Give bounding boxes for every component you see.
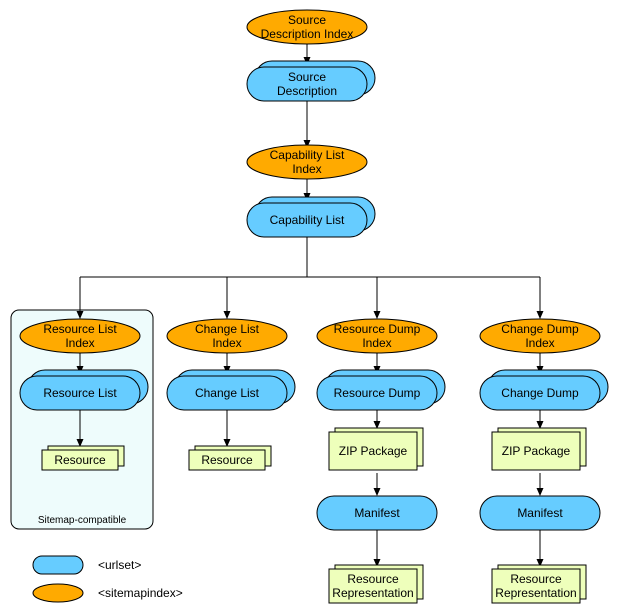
manifest-1-pill (316, 495, 438, 531)
resource-dump-index-ellipse (316, 318, 438, 354)
resource-representation-2-label-line: Resource (510, 572, 562, 586)
group-label: Sitemap-compatible (38, 515, 127, 526)
zip-package-2-node: ZIP Package (491, 427, 587, 471)
resource-representation-2-label-line: Representation (495, 586, 576, 600)
capability-list-pill (246, 202, 368, 238)
capability-list-index-label-line: Index (292, 162, 321, 176)
resource-list-index-label-line: Index (65, 336, 94, 350)
change-dump-node: Change Dump (479, 369, 609, 411)
source-description-pill (246, 66, 368, 102)
resource-representation-1-rect (328, 568, 418, 604)
capability-list-node: Capability List (246, 196, 376, 238)
change-list-index-label-line: Index (212, 336, 241, 350)
resource-list-index-label-line: Resource List (43, 322, 117, 336)
manifest-2-label-line: Manifest (517, 506, 563, 520)
change-list-index-ellipse (166, 318, 288, 354)
capability-list-index-ellipse (246, 144, 368, 180)
change-dump-pill (479, 375, 601, 411)
change-list-index-label-line: Change List (195, 322, 260, 336)
resource-2-rect (188, 449, 266, 471)
resource-1-label-line: Resource (54, 453, 106, 467)
manifest-2-pill (479, 495, 601, 531)
legend: <urlset> <sitemapindex> (32, 555, 183, 603)
resource-list-index-ellipse (19, 318, 141, 354)
change-list-label-line: Change List (195, 386, 260, 400)
change-dump-index-ellipse (479, 318, 601, 354)
resource-dump-node: Resource Dump (316, 369, 446, 411)
capability-list-index-label-line: Capability List (270, 148, 345, 162)
change-list-node: Change List (166, 369, 296, 411)
group-box (10, 309, 154, 530)
legend-sitemapindex-shape (32, 583, 84, 603)
resource-1-node: Resource (41, 445, 125, 471)
resource-2-node: Resource (188, 445, 272, 471)
resource-1-rect (41, 449, 119, 471)
change-dump-index-label-line: Index (525, 336, 554, 350)
change-dump-label-line: Change Dump (501, 386, 579, 400)
resource-list-label-line: Resource List (43, 386, 117, 400)
zip-package-2-label-line: ZIP Package (502, 444, 571, 458)
resource-list-pill (19, 375, 141, 411)
zip-package-1-rect (328, 431, 418, 471)
resource-representation-1-label-line: Resource (347, 572, 399, 586)
legend-sitemapindex-label: <sitemapindex> (98, 586, 183, 600)
source-description-label-line: Description (277, 84, 337, 98)
resource-2-label-line: Resource (201, 453, 253, 467)
resource-dump-pill (316, 375, 438, 411)
source-description-index-label-line: Source (288, 13, 326, 27)
resource-representation-2-rect (491, 568, 581, 604)
legend-urlset-shape (32, 555, 84, 575)
source-description-label-line: Source (288, 70, 326, 84)
edges (76, 44, 544, 567)
sitemap-compatible-group: Sitemap-compatible (10, 309, 154, 530)
change-dump-index-label-line: Change Dump (501, 322, 579, 336)
change-list-pill (166, 375, 288, 411)
resource-dump-index-label-line: Resource Dump (334, 322, 421, 336)
resource-dump-label-line: Resource Dump (334, 386, 421, 400)
manifest-2-node: Manifest (479, 495, 601, 531)
zip-package-2-rect (491, 431, 581, 471)
zip-package-1-label-line: ZIP Package (339, 444, 408, 458)
manifest-1-label-line: Manifest (354, 506, 400, 520)
zip-package-1-node: ZIP Package (328, 427, 424, 471)
legend-urlset-label: <urlset> (98, 558, 141, 572)
resource-dump-index-label-line: Index (362, 336, 391, 350)
source-description-index-ellipse (246, 9, 368, 45)
resource-list-node: Resource List (19, 369, 149, 411)
resource-representation-1-label-line: Representation (332, 586, 413, 600)
manifest-1-node: Manifest (316, 495, 438, 531)
source-description-index-label-line: Description Index (261, 27, 354, 41)
capability-list-label-line: Capability List (270, 213, 345, 227)
